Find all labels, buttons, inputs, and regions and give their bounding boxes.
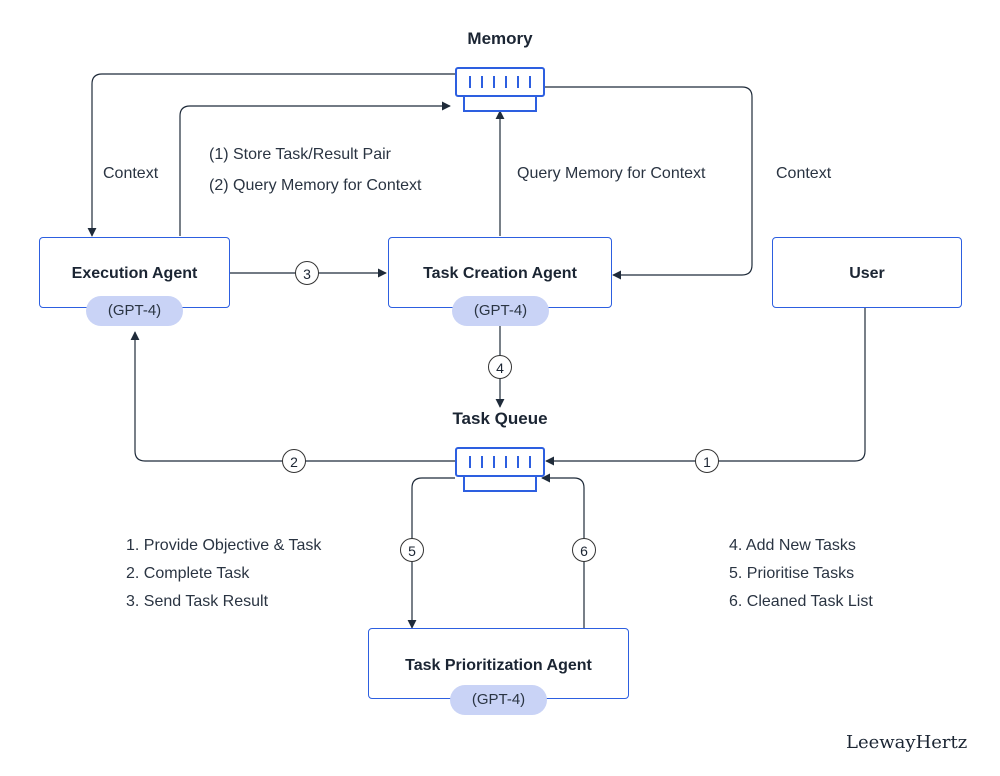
step-number-6: 6 [572,538,596,562]
edge-queue-to-prioritization [407,477,455,629]
edge-memory-to-execution [87,73,455,237]
execution-agent-title: Execution Agent [71,265,198,282]
execution-agent-model-badge: (GPT-4) [86,296,183,326]
brand-logo: LeewayHertz [846,732,968,753]
task-prioritization-agent-title: Task Prioritization Agent [405,657,592,674]
context-label-right: Context [776,165,832,182]
legend-left-item-3: 3. Send Task Result [126,593,269,610]
step-number-1: 1 [695,449,719,473]
legend-left-item-1: 1. Provide Objective & Task [126,537,322,554]
memory-storage-icon [455,67,545,112]
user-title: User [849,265,885,282]
task-queue-storage-icon [455,447,545,492]
step-number-4: 4 [488,355,512,379]
edge-user-to-queue [545,308,866,466]
execution-agent-node: Execution Agent [39,237,230,308]
context-label-left: Context [103,165,159,182]
edge-execution-to-memory [179,101,451,236]
legend-left-item-2: 2. Complete Task [126,565,250,582]
legend-right-item-6: 6. Cleaned Task List [729,593,873,610]
edge-prioritization-to-queue [541,473,585,628]
edge-queue-to-execution [130,331,455,462]
edge-memory-to-creation [545,86,753,280]
task-queue-heading: Task Queue [452,409,548,428]
legend-right-item-5: 5. Prioritise Tasks [729,565,855,582]
store-pair-label: (1) Store Task/Result Pair [209,146,391,163]
user-node: User [772,237,962,308]
memory-heading: Memory [467,29,533,48]
legend-right-item-4: 4. Add New Tasks [729,537,856,554]
task-creation-agent-model-badge: (GPT-4) [452,296,549,326]
step-number-5: 5 [400,538,424,562]
task-creation-agent-title: Task Creation Agent [423,265,577,282]
step-number-2: 2 [282,449,306,473]
step-number-3: 3 [295,261,319,285]
query-memory-label-center: Query Memory for Context [517,165,706,182]
task-prioritization-agent-model-badge: (GPT-4) [450,685,547,715]
query-memory-label-left: (2) Query Memory for Context [209,177,422,194]
